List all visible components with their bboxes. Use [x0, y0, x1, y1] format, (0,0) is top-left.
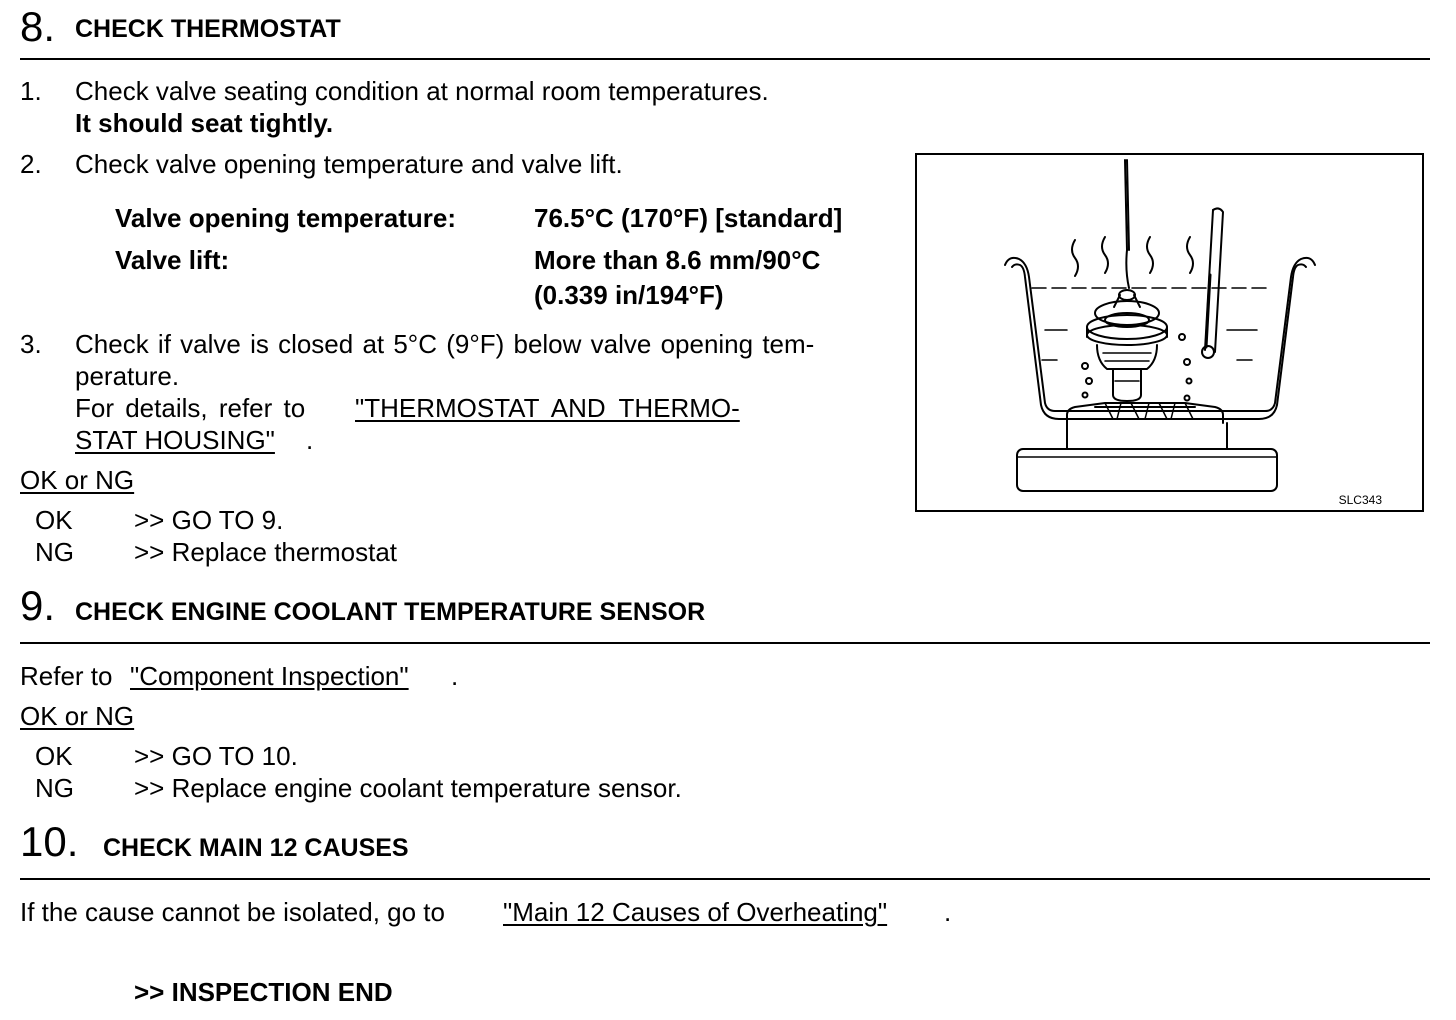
item-3-number: 3. — [20, 329, 42, 359]
component-inspection-link[interactable]: "Component Inspection" — [130, 661, 409, 691]
step-9-divider — [20, 642, 1430, 644]
step-8-title: CHECK THERMOSTAT — [75, 15, 341, 43]
step-9-ok-action: >> GO TO 10. — [134, 741, 298, 771]
item-3-ref-prefix: For details, refer to — [75, 393, 306, 423]
step-9-number: 9. — [20, 582, 56, 629]
step-9-ng-label: NG — [35, 773, 74, 803]
step-8-ng-label: NG — [35, 537, 74, 567]
item-3-suffix: . — [306, 425, 314, 455]
step-8-ok-or-ng: OK or NG — [20, 465, 135, 495]
step-8-ok-label: OK — [35, 505, 73, 535]
step-10-suffix: . — [944, 897, 952, 927]
spec-lift-label: Valve lift: — [115, 245, 230, 275]
step-8-ok-action: >> GO TO 9. — [134, 505, 284, 535]
inspection-end: >> INSPECTION END — [134, 977, 393, 1007]
item-3-line-1: Check if valve is closed at 5°C (9°F) be… — [75, 329, 815, 359]
item-1-number: 1. — [20, 76, 42, 106]
item-2-text: Check valve opening temperature and valv… — [75, 149, 623, 179]
step-8-divider — [20, 58, 1430, 60]
spec-open-value: 76.5°C (170°F) [standard] — [534, 203, 843, 233]
step-9-title: CHECK ENGINE COOLANT TEMPERATURE SENSOR — [75, 598, 706, 626]
thermostat-boiling-test-illustration — [1004, 159, 1316, 492]
spec-lift-value-imperial: (0.339 in/194°F) — [534, 280, 724, 310]
step-10-number: 10. — [20, 818, 79, 865]
spec-lift-value: More than 8.6 mm/90°C — [534, 245, 821, 275]
step-9-refer-prefix: Refer to — [20, 661, 113, 691]
step-9-ok-or-ng: OK or NG — [20, 701, 135, 731]
step-9-ok-label: OK — [35, 741, 73, 771]
main-12-causes-link[interactable]: "Main 12 Causes of Overheating" — [503, 897, 888, 927]
step-9-refer-suffix: . — [451, 661, 459, 691]
step-10-text-prefix: If the cause cannot be isolated, go to — [20, 897, 445, 927]
item-1-text: Check valve seating condition at normal … — [75, 76, 769, 106]
figure-code: SLC343 — [1338, 493, 1382, 507]
thermostat-housing-link[interactable]: "THERMOSTAT AND THERMO- — [355, 393, 740, 423]
item-2-number: 2. — [20, 149, 42, 179]
step-10-divider — [20, 878, 1430, 880]
step-8-number: 8. — [20, 3, 56, 50]
spec-open-label: Valve opening temperature: — [115, 203, 456, 233]
step-8-ng-action: >> Replace thermostat — [134, 537, 398, 567]
item-1-note: It should seat tightly. — [75, 108, 334, 138]
step-9-ng-action: >> Replace engine coolant temperature se… — [134, 773, 682, 803]
thermostat-test-figure: SLC343 — [915, 153, 1424, 512]
item-3-line-2: perature. — [75, 361, 180, 391]
step-10-title: CHECK MAIN 12 CAUSES — [103, 834, 409, 862]
thermostat-housing-link-cont[interactable]: STAT HOUSING" — [75, 425, 275, 455]
